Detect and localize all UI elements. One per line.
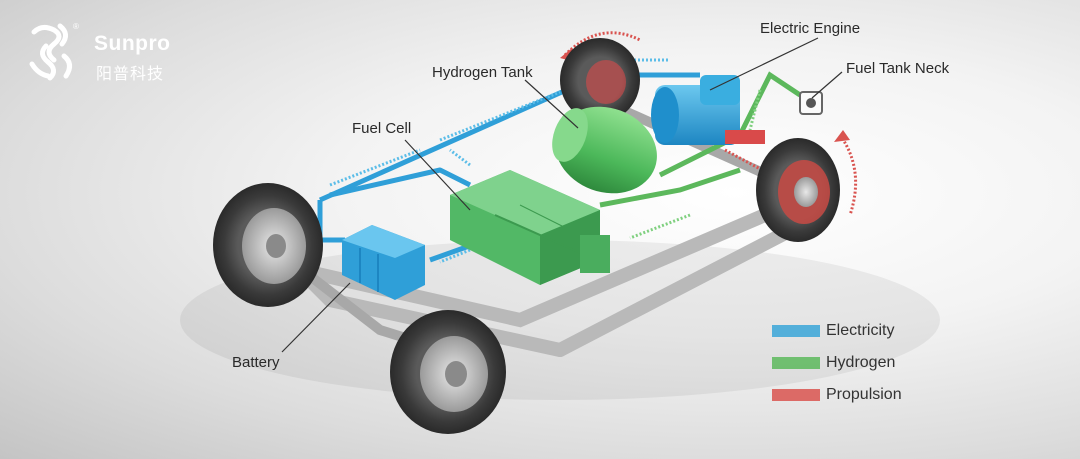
legend-swatches: [772, 325, 820, 401]
label-fuel-cell: Fuel Cell: [352, 120, 412, 137]
legend-swatch-electricity: [772, 325, 820, 337]
label-battery: Battery: [232, 354, 280, 371]
legend-item-propulsion: Propulsion: [772, 385, 902, 405]
brand-name: Sunpro: [94, 32, 171, 55]
legend-swatch-hydrogen: [772, 357, 820, 369]
fuel-cell: [450, 170, 610, 285]
legend-label-electricity: Electricity: [826, 322, 895, 339]
registered-mark: ®: [73, 22, 79, 31]
fuel-tank-neck: [799, 91, 823, 115]
brand-name-cn: 阳普科技: [96, 64, 165, 83]
tire-front-right: [756, 138, 840, 242]
label-electric-engine: Electric Engine: [760, 20, 861, 37]
legend-item-hydrogen: Hydrogen: [772, 353, 895, 373]
hydrogen-lines: [599, 71, 802, 208]
battery: [342, 225, 425, 300]
electric-engine: [651, 75, 765, 145]
hydrogen-tank: [552, 106, 657, 194]
label-hydrogen-tank: Hydrogen Tank: [432, 64, 533, 81]
sunpro-logo-icon: [29, 23, 72, 81]
legend-label-propulsion: Propulsion: [826, 386, 902, 403]
legend-item-electricity: Electricity: [772, 321, 894, 341]
hydrogen-flow-arrows: [629, 89, 762, 240]
tire-rear-right: [560, 38, 640, 122]
legend-label-hydrogen: Hydrogen: [826, 354, 896, 371]
leader-lines: [281, 37, 843, 353]
label-fuel-tank-neck: Fuel Tank Neck: [846, 60, 950, 77]
tire-front-left: [390, 310, 506, 434]
tire-rear-left: [213, 183, 323, 307]
legend-swatch-propulsion: [772, 389, 820, 401]
